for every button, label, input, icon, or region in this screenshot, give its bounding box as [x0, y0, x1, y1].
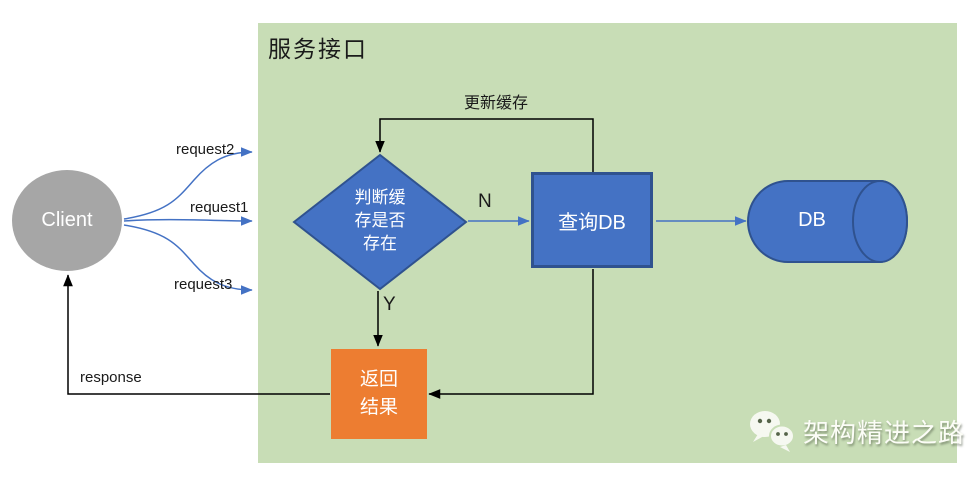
- client-label: Client: [41, 209, 93, 231]
- edge-update-cache: [375, 118, 594, 172]
- decision-diamond: [292, 153, 468, 291]
- edge-label-response: response: [80, 369, 142, 386]
- edge-label-request1: request1: [190, 199, 249, 216]
- edge-label-update-cache: 更新缓存: [463, 95, 528, 112]
- panel-title: 服务接口: [268, 36, 368, 62]
- edge-label-branch-no: N: [478, 191, 492, 212]
- decision-label: 判断缓 存是否 存在: [354, 188, 406, 253]
- edge-request3: [123, 224, 253, 295]
- edge-querydb-to-result: [428, 269, 594, 399]
- watermark: 架构精进之路: [748, 409, 965, 453]
- client-node: Client: [12, 170, 122, 271]
- db-label: DB: [798, 209, 826, 231]
- edge-response: [63, 274, 330, 395]
- query-db-label: 查询DB: [558, 211, 626, 234]
- edge-label-request3: request3: [174, 276, 233, 293]
- query-db-node: 查询DB: [531, 172, 653, 268]
- wechat-icon: [750, 411, 795, 452]
- return-result-node: 返回 结果: [331, 349, 427, 439]
- edge-label-request2: request2: [176, 141, 235, 158]
- db-cylinder-cap: [852, 180, 908, 263]
- edge-label-branch-yes: Y: [383, 294, 396, 315]
- watermark-text: 架构精进之路: [803, 417, 966, 448]
- return-result-label: 返回 结果: [359, 369, 398, 418]
- edge-request2: [123, 147, 253, 220]
- edge-request1: [123, 216, 253, 226]
